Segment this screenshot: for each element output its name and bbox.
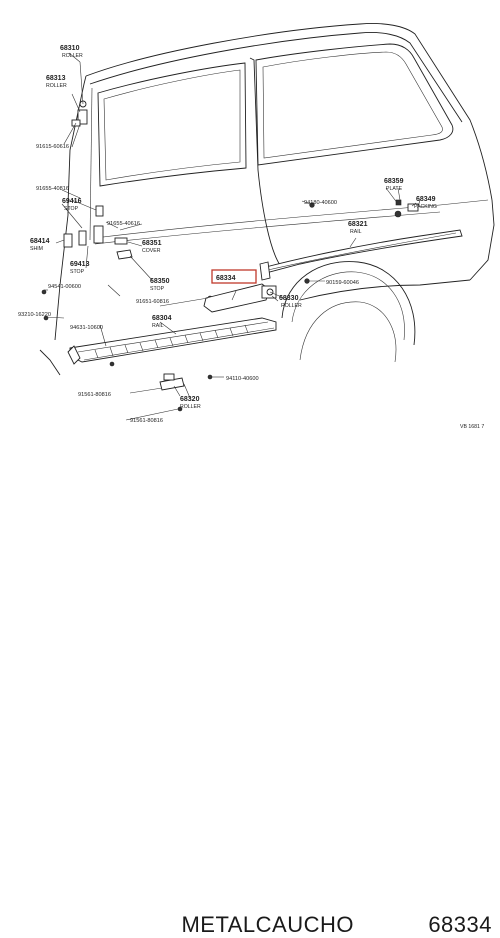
label-94541-num: 94541-00600 [48, 284, 81, 290]
label-69413-name: STOP [70, 269, 85, 275]
label-68320-name: ROLLER [180, 404, 201, 410]
door-stop-parts [63, 199, 133, 260]
label-68320-num: 68320 [180, 396, 200, 403]
label-68350-num: 68350 [150, 278, 170, 285]
label-68330-num: 68330 [279, 295, 299, 302]
brand-name: METALCAUCHO [181, 912, 354, 937]
label-94631-num: 94631-10600 [70, 325, 103, 331]
highlight-box-68334 [211, 269, 257, 284]
leader-lines [44, 52, 417, 421]
van-body-outline [39, 23, 495, 376]
label-91655b-num: 91655-40616 [107, 221, 140, 227]
part-labels: 68310 ROLLER 68313 ROLLER 91615-60616 91… [18, 45, 484, 430]
label-91651-num: 91651-60816 [136, 299, 169, 305]
label-68359-name: PLATE [386, 186, 403, 192]
label-69416-name: STOP [64, 206, 79, 212]
lower-rail [67, 317, 277, 365]
label-68414-num: 68414 [30, 238, 50, 245]
label-68349-name: PACKING [414, 204, 437, 210]
label-94180-num: 94180-40600 [304, 200, 337, 206]
label-69413-num: 69413 [70, 261, 90, 268]
sliding-door-outline [89, 57, 281, 266]
center-roller-assembly [203, 283, 285, 313]
side-window-front [97, 62, 247, 187]
label-91561a-num: 91561-80816 [78, 392, 111, 398]
label-94110-num: 94110-40600 [226, 376, 259, 382]
lower-roller-assembly [159, 373, 191, 399]
label-68351-num: 68351 [142, 240, 162, 247]
label-68359-num: 68359 [384, 178, 404, 185]
part-number: 68334 [428, 912, 492, 937]
parts-diagram: 68310 ROLLER 68313 ROLLER 91615-60616 91… [18, 23, 495, 430]
label-68414-name: SHIM [30, 246, 43, 252]
label-68310-num: 68310 [60, 45, 80, 52]
label-90159-num: 90159-60046 [326, 280, 359, 286]
corner-reference: VB 1681 7 [460, 424, 484, 430]
label-68330-name: ROLLER [281, 303, 302, 309]
label-68313-num: 68313 [46, 75, 66, 82]
label-68304-num: 68304 [152, 315, 172, 322]
center-rail [259, 229, 463, 281]
label-93210-num: 93210-16220 [18, 312, 51, 318]
label-68349-num: 68349 [416, 196, 436, 203]
label-68310-name: ROLLER [62, 53, 83, 59]
plate-packing-parts [397, 187, 421, 212]
label-69416-num: 69416 [62, 198, 82, 205]
side-window-rear [255, 43, 454, 166]
label-68313-name: ROLLER [46, 83, 67, 89]
label-91615-num: 91615-60616 [36, 144, 69, 150]
label-68304-name: RAIL [152, 323, 164, 329]
label-91561b-num: 91561-80816 [130, 418, 163, 424]
label-68334-num: 68334 [216, 275, 236, 282]
label-68321-name: RAIL [350, 229, 362, 235]
label-91655-num: 91655-40816 [36, 186, 69, 192]
label-68350-name: STOP [150, 286, 165, 292]
label-68321-num: 68321 [348, 221, 368, 228]
label-68351-name: COVER [142, 248, 161, 254]
